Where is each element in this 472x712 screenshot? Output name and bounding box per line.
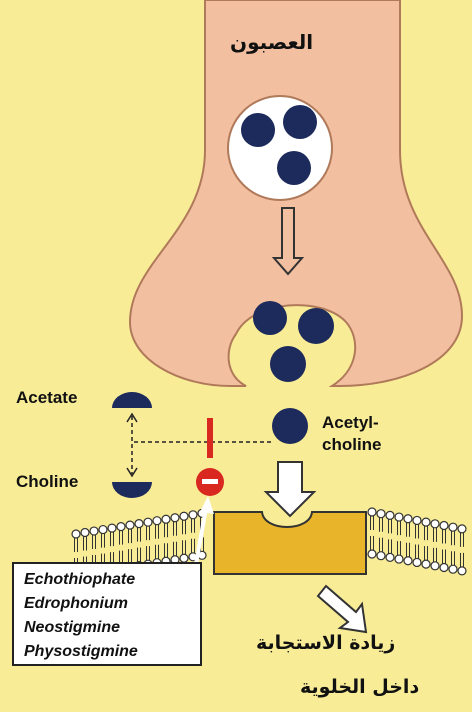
inhibitor-drug-list: Echothiophate Edrophonium Neostigmine Ph… [12, 562, 202, 666]
acetylcholine-molecule [272, 408, 308, 444]
acetylcholine-label-line1: Acetyl- [322, 412, 382, 434]
phospholipid-head [162, 515, 170, 523]
phospholipid-head [449, 565, 457, 573]
phospholipid-head [99, 526, 107, 534]
phospholipid-head [153, 517, 161, 525]
choline-icon [112, 482, 152, 498]
ach-molecule [298, 308, 334, 344]
acetate-icon [112, 392, 152, 408]
phospholipid-head [395, 555, 403, 563]
phospholipid-head [377, 552, 385, 560]
phospholipid-head [458, 567, 466, 575]
acetate-label: Acetate [16, 388, 77, 408]
phospholipid-head [135, 520, 143, 528]
phospholipid-head [368, 550, 376, 558]
phospholipid-head [431, 520, 439, 528]
phospholipid-head [368, 508, 376, 516]
ach-molecule [277, 151, 311, 185]
drug-item: Physostigmine [24, 640, 190, 664]
ach-molecule [283, 105, 317, 139]
phospholipid-head [449, 523, 457, 531]
ach-molecule [270, 346, 306, 382]
phospholipid-head [171, 514, 179, 522]
phospholipid-head [144, 518, 152, 526]
ach-molecule [253, 301, 287, 335]
drug-item: Neostigmine [24, 616, 190, 640]
response-label-line1: زيادة الاستجابة [256, 632, 395, 654]
phospholipid-head [72, 530, 80, 538]
phospholipid-head [386, 511, 394, 519]
phospholipid-head [386, 553, 394, 561]
phospholipid-head [404, 557, 412, 565]
phospholipid-head [440, 564, 448, 572]
phospholipid-head [90, 527, 98, 535]
phospholipid-head [458, 525, 466, 533]
vesicle-top [228, 96, 332, 200]
phospholipid-head [180, 512, 188, 520]
receptor [214, 512, 366, 574]
phospholipid-head [431, 562, 439, 570]
phospholipid-head [404, 515, 412, 523]
response-label-line2: داخل الخلوية [300, 676, 419, 698]
drug-item: Edrophonium [24, 592, 190, 616]
phospholipid-head [108, 524, 116, 532]
phospholipid-head [422, 518, 430, 526]
phospholipid-head [189, 511, 197, 519]
phospholipid-head [126, 521, 134, 529]
phospholipid-head [413, 516, 421, 524]
drug-item: Echothiophate [24, 568, 190, 592]
ach-molecule [241, 113, 275, 147]
acetylcholine-label-line2: choline [322, 434, 382, 456]
phospholipid-head [117, 523, 125, 531]
choline-label: Choline [16, 472, 78, 492]
phospholipid-head [377, 510, 385, 518]
arrow-receptor-icon [266, 462, 314, 516]
arrow-up-icon [200, 496, 214, 514]
phospholipid-head [422, 560, 430, 568]
neuron-label: العصبون [230, 30, 313, 54]
phospholipid-head [81, 529, 89, 537]
membrane-right [368, 508, 466, 575]
phospholipid-head [413, 558, 421, 566]
acetylcholine-label: Acetyl- choline [322, 412, 382, 456]
arrow-diagonal-icon [318, 586, 366, 632]
phospholipid-head [440, 522, 448, 530]
phospholipid-head [395, 513, 403, 521]
